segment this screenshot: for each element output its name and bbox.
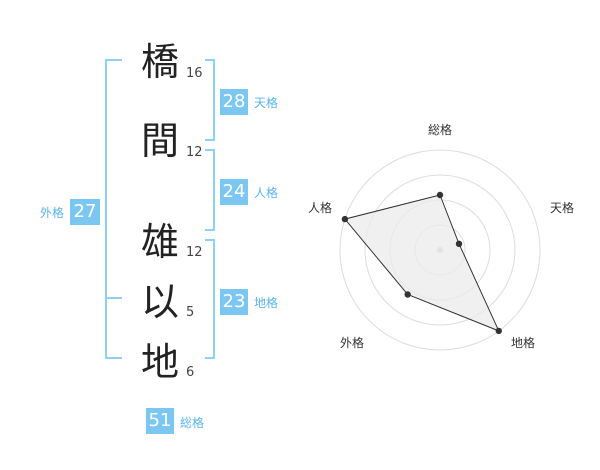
stroke-count-1: 16 (186, 66, 203, 81)
radar-grid-ring (364, 174, 516, 326)
gaikaku-label: 外格 (40, 206, 65, 220)
soukaku-label: 総格 (180, 416, 205, 430)
tenkaku-bracket (205, 59, 215, 141)
stroke-count-5: 6 (186, 365, 195, 380)
jinkaku-label: 人格 (254, 186, 279, 200)
stroke-count-3: 12 (186, 245, 203, 260)
tenkaku-value-badge: 28 (220, 89, 248, 115)
name-character-1: 橋 (140, 40, 179, 84)
chikaku-label: 地格 (254, 296, 279, 310)
tenkaku-label: 天格 (254, 96, 279, 110)
radar-point-1 (455, 240, 463, 248)
radar-point-0 (436, 191, 444, 199)
name-character-2: 間 (140, 119, 179, 163)
name-character-5: 地 (140, 340, 179, 384)
chikaku-value-badge: 23 (220, 289, 248, 315)
stroke-count-4: 5 (186, 305, 195, 320)
radar-point-2 (495, 327, 502, 335)
radar-grid-ring (339, 149, 541, 351)
gaikaku-value-badge: 27 (70, 199, 100, 225)
radar-label-soukaku: 総格 (428, 123, 453, 137)
radar-polygon (344, 194, 500, 332)
name-character-3: 雄 (140, 220, 179, 264)
radar-point-4 (341, 215, 349, 223)
radar-label-chikaku: 地格 (511, 336, 536, 350)
stroke-count-2: 12 (186, 145, 203, 160)
radar-label-jinkaku: 人格 (308, 201, 333, 215)
radar-label-tenkaku: 天格 (550, 201, 575, 215)
chikaku-bracket (205, 239, 215, 359)
jinkaku-bracket (205, 149, 215, 231)
radar-point-3 (404, 291, 411, 298)
radar-label-gaikaku: 外格 (340, 336, 365, 350)
name-character-4: 以 (140, 280, 179, 324)
jinkaku-value-badge: 24 (220, 179, 248, 205)
soukaku-value-badge: 51 (146, 408, 174, 434)
gaikaku-bracket (105, 59, 122, 359)
